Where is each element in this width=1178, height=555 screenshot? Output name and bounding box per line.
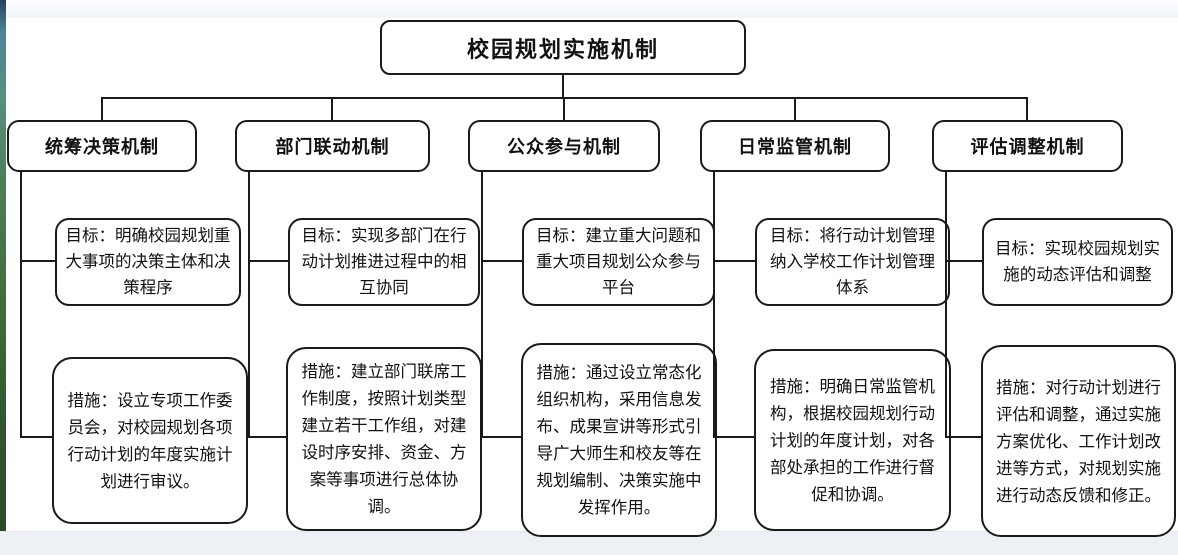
- goal-node: 目标：将行动计划管理纳入学校工作计划管理体系: [755, 218, 950, 306]
- desktop-wallpaper-strip: [0, 0, 6, 531]
- goal-node: 目标：建立重大问题和重大项目规划公众参与平台: [522, 218, 715, 306]
- connector-line: [1026, 97, 1028, 120]
- branch-node: 公众参与机制: [468, 120, 660, 172]
- goal-node: 目标：实现校园规划实施的动态评估和调整: [982, 218, 1173, 306]
- connector-line: [945, 436, 981, 438]
- branch-node: 统筹决策机制: [7, 120, 197, 172]
- connector-line: [562, 75, 564, 98]
- connector-line: [20, 436, 52, 438]
- branch-node: 部门联动机制: [235, 120, 430, 172]
- connector-line: [481, 260, 522, 262]
- connector-line: [248, 260, 288, 262]
- connector-line: [248, 436, 286, 438]
- connector-line: [713, 436, 754, 438]
- measure-node: 措施：明确日常监管机构，根据校园规划行动计划的年度计划，对各部处承担的工作进行督…: [754, 349, 951, 531]
- connector-line: [713, 260, 755, 262]
- connector-line: [248, 172, 250, 438]
- window-top-strip: [6, 0, 1178, 18]
- connector-line: [713, 172, 715, 438]
- connector-line: [563, 97, 565, 120]
- connector-line: [481, 172, 483, 438]
- connector-line: [945, 260, 982, 262]
- measure-node: 措施：建立部门联席工作制度，按照计划类型建立若干工作组，对建设时序安排、资金、方…: [286, 347, 482, 531]
- connector-line: [794, 97, 796, 120]
- goal-node: 目标：明确校园规划重大事项的决策主体和决策程序: [55, 218, 241, 306]
- goal-node: 目标：实现多部门在行动计划推进过程中的相互协同: [288, 218, 480, 306]
- connector-line: [331, 97, 333, 120]
- measure-node: 措施：设立专项工作委员会，对校园规划各项行动计划的年度实施计划进行审议。: [52, 357, 248, 524]
- branch-node: 日常监管机制: [700, 120, 890, 172]
- root-node: 校园规划实施机制: [380, 20, 746, 75]
- measure-node: 措施：对行动计划进行评估和调整，通过实施方案优化、工作计划改进等方式，对规划实施…: [981, 345, 1176, 537]
- connector-line: [945, 172, 947, 438]
- connector-line: [20, 172, 22, 438]
- measure-node: 措施：通过设立常态化组织机构，采用信息发布、成果宣讲等形式引导广大师生和校友等在…: [521, 343, 717, 537]
- branch-node: 评估调整机制: [932, 120, 1123, 172]
- connector-line: [481, 436, 521, 438]
- connector-line: [101, 97, 103, 120]
- connector-line: [20, 260, 55, 262]
